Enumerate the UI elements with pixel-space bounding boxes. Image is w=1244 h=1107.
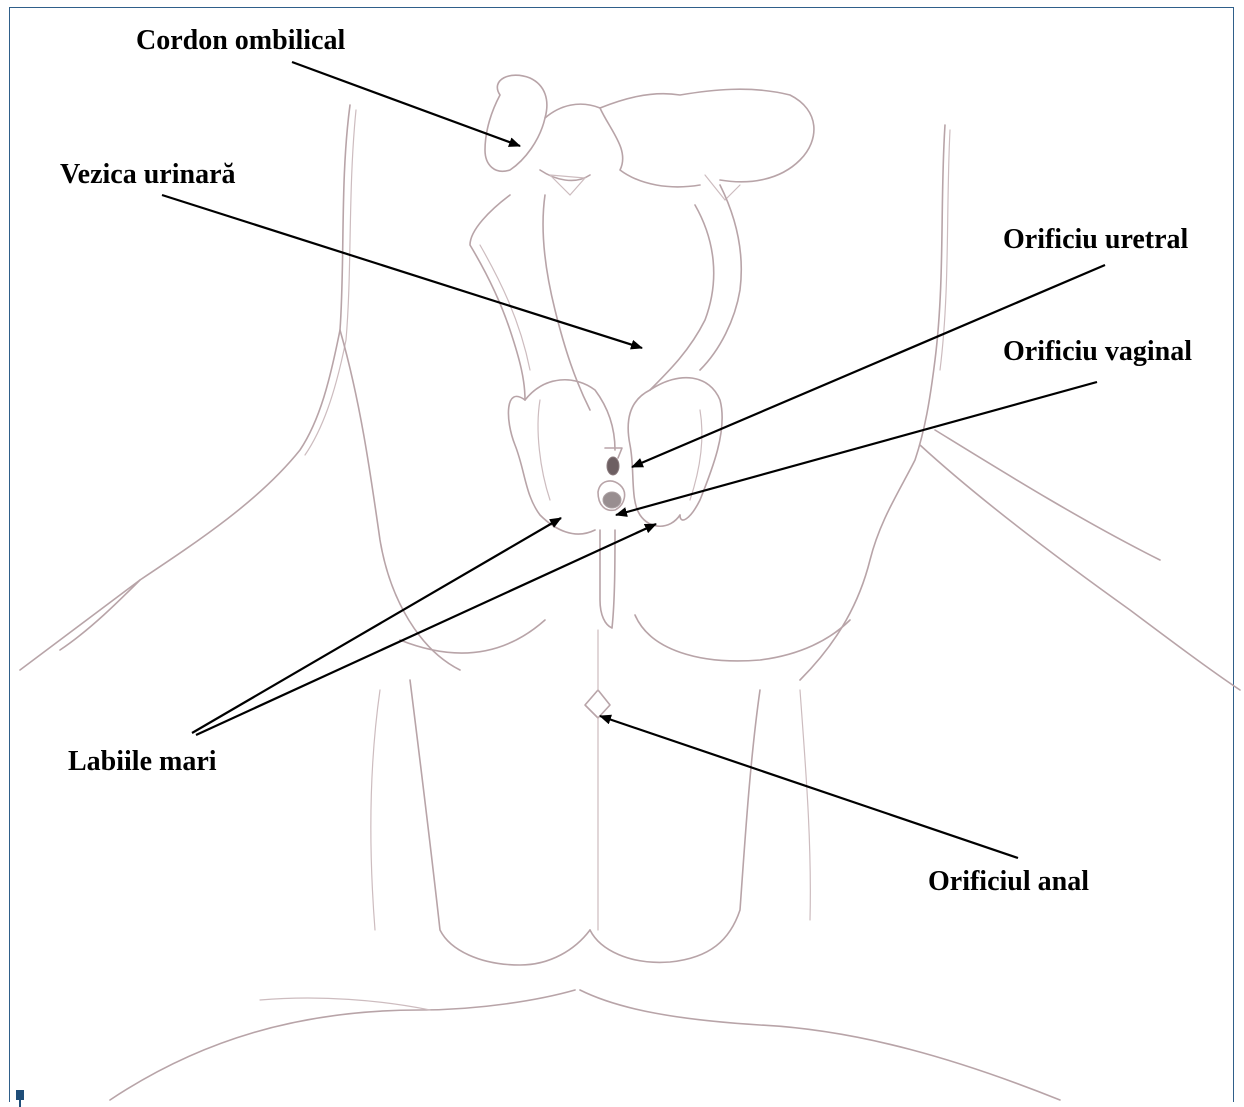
arrows	[162, 62, 1105, 858]
label-orificiu-vaginal: Orificiu vaginal	[1003, 338, 1192, 366]
arrow-vezica	[162, 195, 642, 348]
label-vezica-urinara: Vezica urinară	[60, 161, 236, 189]
umbilical-cord-sketch	[485, 75, 814, 200]
arrow-cordon	[292, 62, 520, 146]
bladder-sketch	[470, 185, 741, 410]
label-cordon-ombilical: Cordon ombilical	[136, 27, 345, 55]
label-labiile-mari: Labiile mari	[68, 748, 217, 776]
label-orificiu-uretral: Orificiu uretral	[1003, 226, 1188, 254]
orifices-sketch	[585, 448, 625, 930]
corner-marker	[16, 1090, 24, 1100]
arrow-labiile-left	[192, 518, 561, 733]
label-orificiul-anal: Orificiul anal	[928, 868, 1089, 896]
arrow-vaginal	[616, 382, 1097, 515]
